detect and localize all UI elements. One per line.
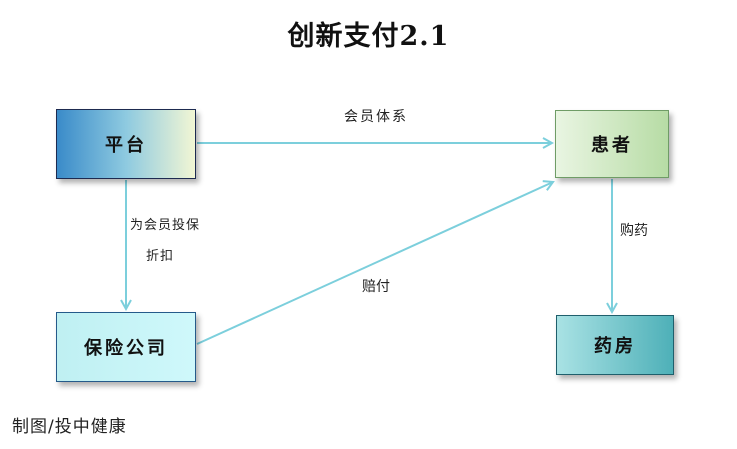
node-patient: 患者 <box>555 110 669 178</box>
node-platform: 平台 <box>56 109 196 179</box>
node-pharmacy: 药房 <box>556 315 674 375</box>
image-credit: 制图/投中健康 <box>12 417 127 437</box>
edge-label-insure-line2: 折扣 <box>146 249 175 264</box>
edge-label-membership: 会员体系 <box>344 109 408 125</box>
edge-label-claim: 赔付 <box>362 279 390 295</box>
edge-label-insure-line1: 为会员投保 <box>130 218 201 233</box>
diagram-title: 创新支付2.1 <box>287 21 450 52</box>
node-patient-label: 患者 <box>591 135 633 156</box>
node-insurer: 保险公司 <box>56 312 196 382</box>
edge-label-purchase: 购药 <box>620 223 648 239</box>
edge-insurer-to-patient <box>196 182 553 345</box>
node-insurer-label: 保险公司 <box>84 338 168 359</box>
node-pharmacy-label: 药房 <box>594 336 636 357</box>
node-platform-label: 平台 <box>105 135 147 156</box>
